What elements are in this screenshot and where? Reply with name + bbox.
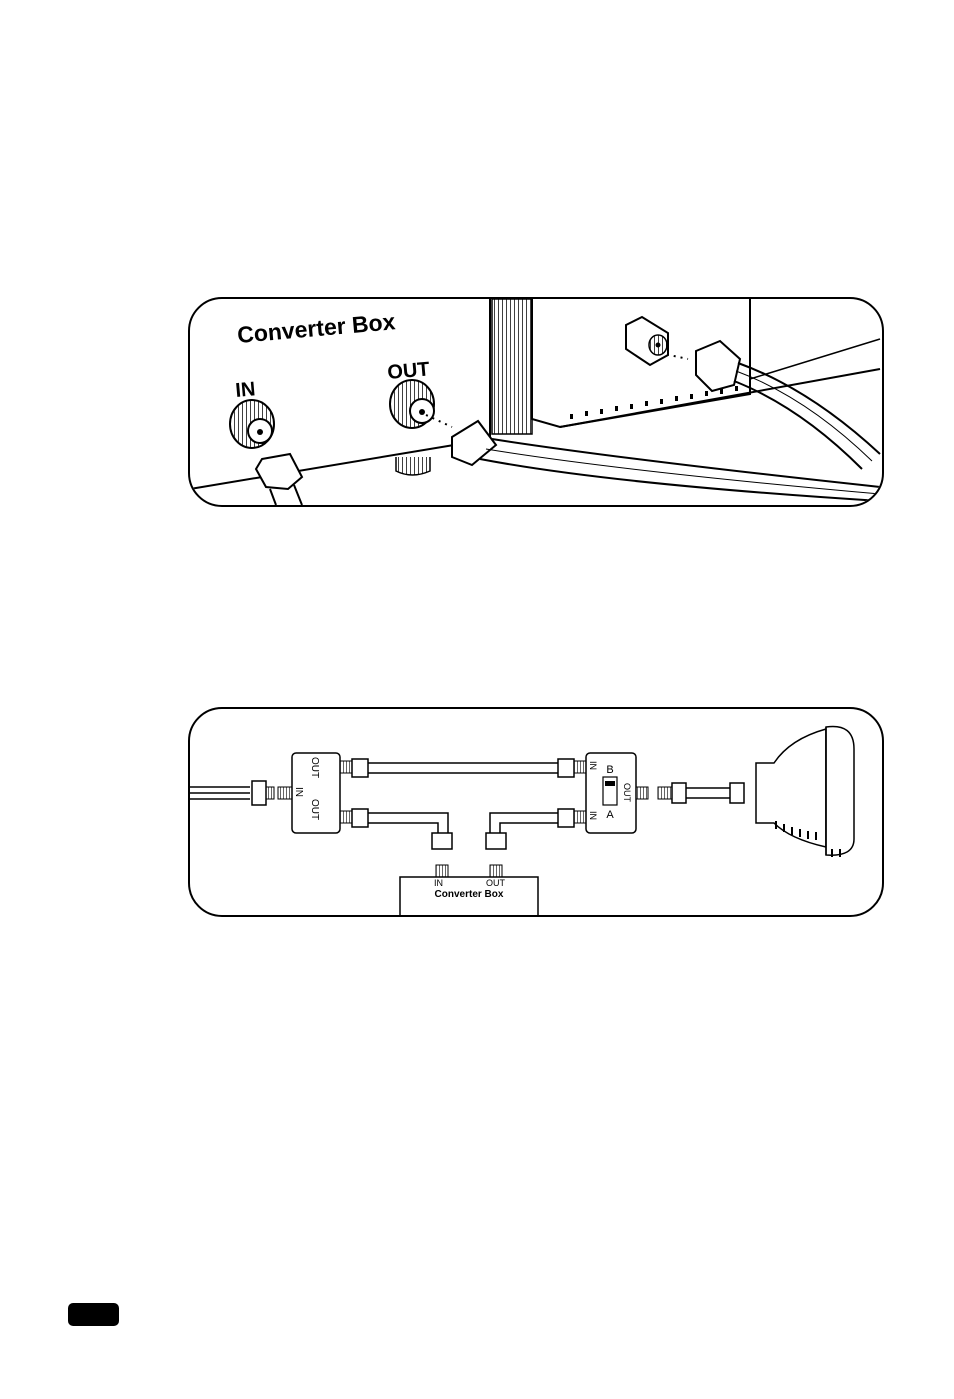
in-cable [254, 452, 304, 505]
converter-box-label: Converter Box [435, 889, 504, 900]
in-jack [229, 399, 275, 449]
converter-out-label: OUT [486, 878, 506, 888]
converter-box-title: Converter Box [236, 308, 396, 348]
tv-antenna-jack [625, 315, 669, 367]
wiring-diagram: OUT IN OUT IN OUT Converte [190, 725, 855, 915]
splitter-out-top-label: OUT [309, 757, 320, 778]
incoming-cable [190, 780, 275, 806]
converter-box: IN OUT Converter Box [399, 876, 539, 915]
ab-switch: IN B OUT A IN [573, 752, 649, 834]
converter-in-label: IN [434, 878, 443, 888]
out-to-tv-cable [451, 419, 881, 502]
tv-input-cable [695, 339, 881, 470]
converter-to-switch-a-cable [485, 808, 575, 878]
splitter-to-converter-cable [351, 808, 453, 878]
splitter-to-switch-b-cable [351, 758, 575, 778]
ab-switch-in-top-label: IN [588, 761, 598, 770]
splitter: OUT IN OUT [277, 752, 353, 834]
ab-switch-in-bottom-label: IN [588, 811, 598, 820]
page-number-tab [68, 1303, 119, 1326]
splitter-out-bottom-label: OUT [309, 799, 320, 820]
in-label: IN [235, 378, 257, 402]
ab-switch-out-label: OUT [622, 783, 632, 803]
switch-to-tv-cable [657, 782, 745, 804]
converter-box-rear-panel-figure: Converter Box OUT IN [188, 297, 884, 507]
rear-panel-illustration: Converter Box OUT IN [190, 299, 881, 505]
ab-switch-b-label: B [606, 764, 613, 776]
splitter-in-label: IN [293, 787, 304, 797]
tv-cabinet [491, 299, 881, 435]
out-jack [389, 379, 435, 476]
converter-box-ab-switch-wiring-figure: OUT IN OUT IN OUT Converte [188, 707, 884, 917]
television [755, 725, 855, 857]
ab-switch-a-label: A [606, 809, 614, 821]
out-label: OUT [387, 358, 431, 384]
